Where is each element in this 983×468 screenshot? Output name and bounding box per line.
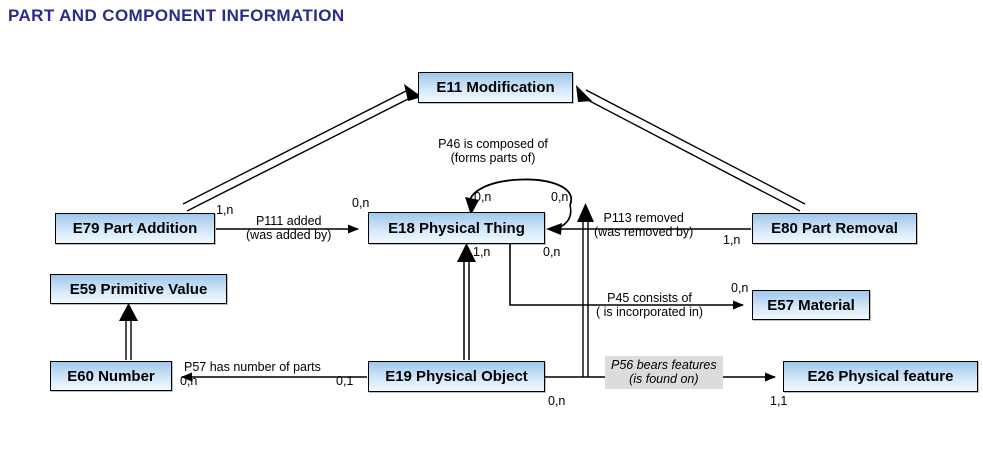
cardinality-e26-p56: 1,1 [770,394,788,408]
entity-e79-part-addition[interactable]: E79 Part Addition [55,213,215,244]
relation-label-p111: P111 added (was added by) [246,214,332,242]
cardinality-e19-isa: 1,n [473,245,491,259]
cardinality-e79-p111: 1,n [216,203,234,217]
entity-e60-number[interactable]: E60 Number [50,361,172,391]
relation-label-p45: P45 consists of ( is incorporated in) [596,291,703,319]
relation-label-p113-line1: P113 removed [603,211,684,225]
relation-label-p57-line1: P57 has number of parts [184,360,321,374]
entity-e18-physical-thing[interactable]: E18 Physical Thing [368,212,545,244]
cardinality-e18-p111: 0,n [352,196,370,210]
edge-e19-riser [577,203,594,377]
entity-e59-primitive-value[interactable]: E59 Primitive Value [50,274,227,304]
entity-e19-physical-object[interactable]: E19 Physical Object [368,361,545,392]
relation-label-p45-line2: ( is incorporated in) [596,304,703,319]
page-title: PART AND COMPONENT INFORMATION [8,6,345,25]
relation-label-p45-line1: P45 consists of [607,291,692,305]
cardinality-e60-p57: 0,n [180,374,198,388]
cardinality-e80-p113: 1,n [723,233,741,247]
cardinality-p46-right: 0,n [551,190,569,204]
entity-e11-modification[interactable]: E11 Modification [418,72,573,103]
relation-label-p111-line1: P111 added [255,214,322,228]
cardinality-e19-p57: 0,1 [336,374,354,388]
relation-label-p56: P56 bears features (is found on) [605,356,723,389]
cardinality-e18-p113: 0,n [543,245,561,259]
entity-e80-part-removal[interactable]: E80 Part Removal [752,213,917,244]
entity-e26-physical-feature[interactable]: E26 Physical feature [783,361,978,392]
relation-label-p46: P46 is composed of (forms parts of) [398,137,588,165]
relation-label-p56-line1: P56 bears features [611,358,717,372]
edge-e79-isa-e11 [182,84,422,212]
relation-label-p113: P113 removed (was removed by) [594,211,694,239]
edge-e19-isa-e18 [457,243,476,360]
cardinality-p46-left: 0,n [474,190,492,204]
entity-e57-material[interactable]: E57 Material [752,290,870,320]
edge-e80-isa-e11 [576,85,806,212]
cardinality-e57-p45: 0,n [731,281,749,295]
relation-label-p56-line2: (is found on) [629,371,699,386]
relation-label-p111-line2: (was added by) [246,227,332,242]
cardinality-e19-p56: 0,n [548,394,566,408]
edge-p45 [509,244,744,310]
relation-label-p46-line2: (forms parts of) [450,150,536,165]
edge-p46-return [546,204,572,235]
relation-label-p113-line2: (was removed by) [594,224,694,239]
edge-e60-isa-e59 [119,303,138,360]
relation-label-p57: P57 has number of parts [184,360,321,375]
relation-label-p46-line1: P46 is composed of [438,137,548,151]
edge-p46-selfloop [465,178,573,215]
